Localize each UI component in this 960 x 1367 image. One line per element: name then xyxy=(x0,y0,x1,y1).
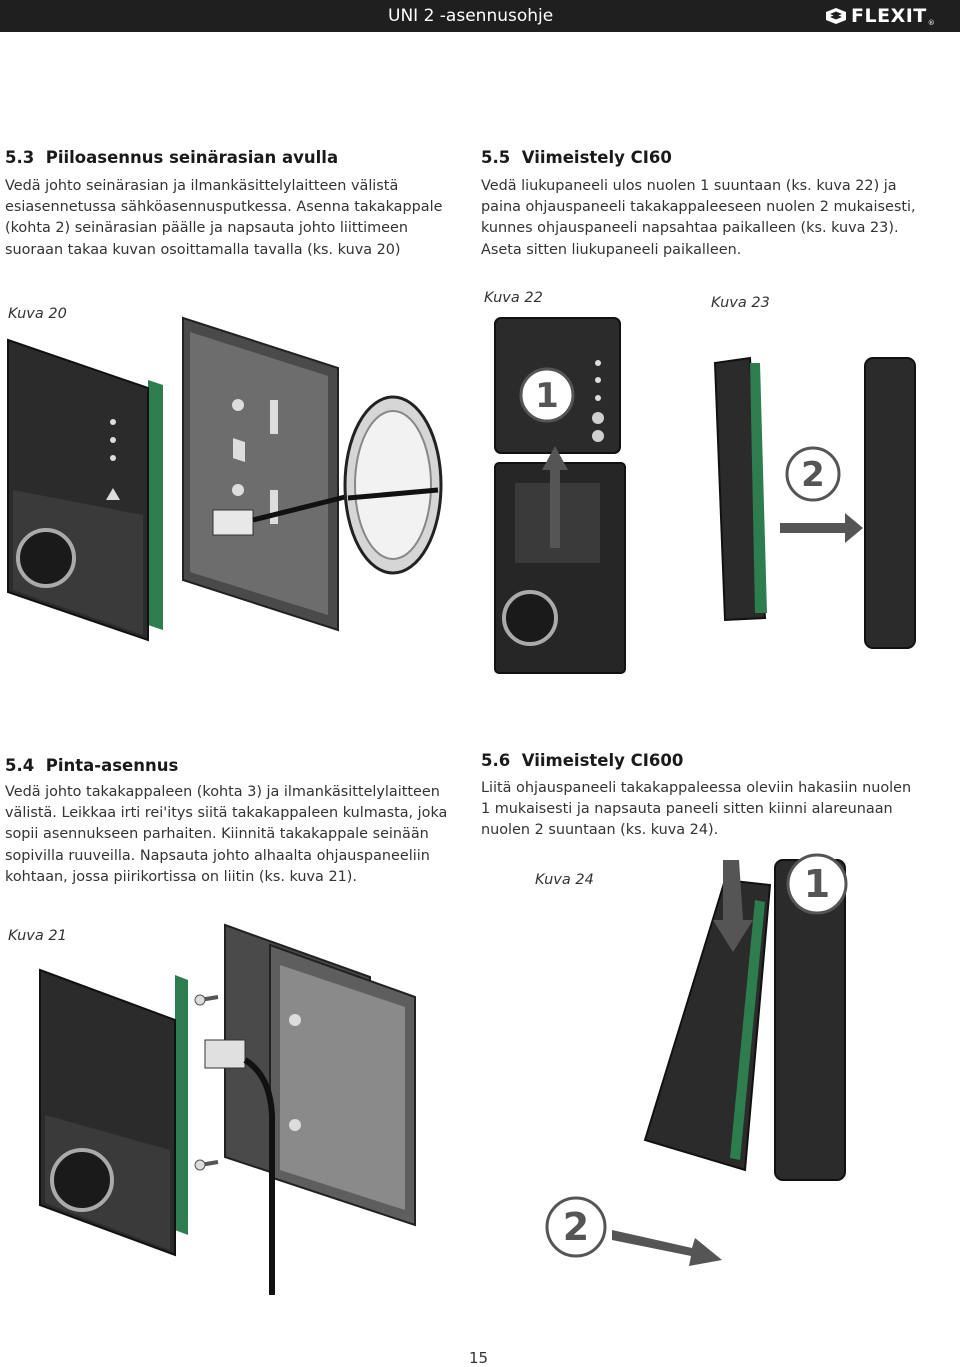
figure-caption-kuva-23: Kuva 23 xyxy=(711,295,770,311)
page-header: UNI 2 -asennusohje FLEXIT ® xyxy=(0,0,960,32)
text-line: (kohta 2) seinärasian päälle ja napsauta… xyxy=(5,220,408,237)
text-line: Aseta sitten liukupaneeli paikalleen. xyxy=(481,241,742,258)
section-heading: Pinta-asennus xyxy=(45,756,179,775)
section-title-5-6: 5.6 Viimeistely CI600 xyxy=(481,751,683,770)
section-title-5-5: 5.5 Viimeistely CI60 xyxy=(481,148,672,167)
text-line: 1 mukaisesti ja napsauta paneeli sitten … xyxy=(481,801,893,818)
section-body-5-5: Vedä liukupaneeli ulos nuolen 1 suuntaan… xyxy=(481,176,951,261)
marker-number: 1 xyxy=(804,862,830,906)
text-line: suoraan takaa kuvan osoittamalla tavalla… xyxy=(5,241,401,258)
figure-caption-kuva-22: Kuva 22 xyxy=(484,290,543,306)
text-line: sopivilla ruuveilla. Napsauta johto alha… xyxy=(5,847,430,864)
marker-number: 1 xyxy=(535,376,559,416)
page-number: 15 xyxy=(469,1349,489,1367)
section-number: 5.4 xyxy=(5,756,35,775)
section-body-5-4: Vedä johto takakappaleen (kohta 3) ja il… xyxy=(5,782,465,888)
illustration-kuva-23 xyxy=(713,356,916,649)
section-number: 5.6 xyxy=(481,751,511,770)
flexit-logo-icon xyxy=(826,8,846,24)
section-heading: Viimeistely CI600 xyxy=(521,751,684,770)
text-line: kunnes ohjauspaneeli napsahtaa paikallee… xyxy=(481,220,899,237)
text-line: välistä. Leikkaa irti rei'itys siitä tak… xyxy=(5,805,448,822)
registered-mark: ® xyxy=(927,19,935,27)
flexit-logo: FLEXIT ® xyxy=(826,5,935,27)
marker-number: 2 xyxy=(801,455,825,495)
text-line: esiasennetussa sähköasennusputkessa. Ase… xyxy=(5,199,443,216)
section-title-5-4: 5.4 Pinta-asennus xyxy=(5,756,178,775)
marker-2-kuva-24: 2 xyxy=(545,1196,607,1258)
text-line: sopii asennukseen parhaiten. Kiinnitä ta… xyxy=(5,826,429,843)
section-heading: Piiloasennus seinärasian avulla xyxy=(45,148,339,167)
illustration-kuva-24 xyxy=(643,859,846,1181)
section-number: 5.3 xyxy=(5,148,35,167)
arrow-2-kuva-24 xyxy=(612,1230,722,1266)
figure-caption-kuva-24: Kuva 24 xyxy=(535,872,594,888)
text-line: Liitä ohjauspaneeli takakappaleessa olev… xyxy=(481,780,912,796)
marker-1-kuva-24: 1 xyxy=(786,853,848,915)
illustration-kuva-21 xyxy=(39,923,416,1295)
text-line: Vedä johto seinärasian ja ilmankäsittely… xyxy=(5,178,399,194)
figure-caption-kuva-20: Kuva 20 xyxy=(8,306,67,322)
text-line: nuolen 2 suuntaan (ks. kuva 24). xyxy=(481,822,719,839)
text-line: paina ohjauspaneeli takakappaleeseen nuo… xyxy=(481,199,916,216)
marker-1-kuva-22: 1 xyxy=(519,367,575,423)
section-number: 5.5 xyxy=(481,148,511,167)
text-line: Vedä johto takakappaleen (kohta 3) ja il… xyxy=(5,784,440,800)
section-body-5-6: Liitä ohjauspaneeli takakappaleessa olev… xyxy=(481,778,951,842)
text-line: Vedä liukupaneeli ulos nuolen 1 suuntaan… xyxy=(481,178,897,194)
text-line: kohtaan, jossa piirikortissa on liitin (… xyxy=(5,868,357,885)
document-title: UNI 2 -asennusohje xyxy=(388,6,554,26)
section-title-5-3: 5.3 Piiloasennus seinärasian avulla xyxy=(5,148,338,167)
marker-number: 2 xyxy=(563,1205,589,1249)
marker-2-kuva-23: 2 xyxy=(785,446,841,502)
brand-name: FLEXIT xyxy=(851,5,927,27)
illustration-kuva-22 xyxy=(494,317,626,674)
illustration-kuva-20 xyxy=(7,316,443,642)
section-heading: Viimeistely CI60 xyxy=(521,148,672,167)
section-body-5-3: Vedä johto seinärasian ja ilmankäsittely… xyxy=(5,176,465,261)
figure-caption-kuva-21: Kuva 21 xyxy=(8,928,67,944)
